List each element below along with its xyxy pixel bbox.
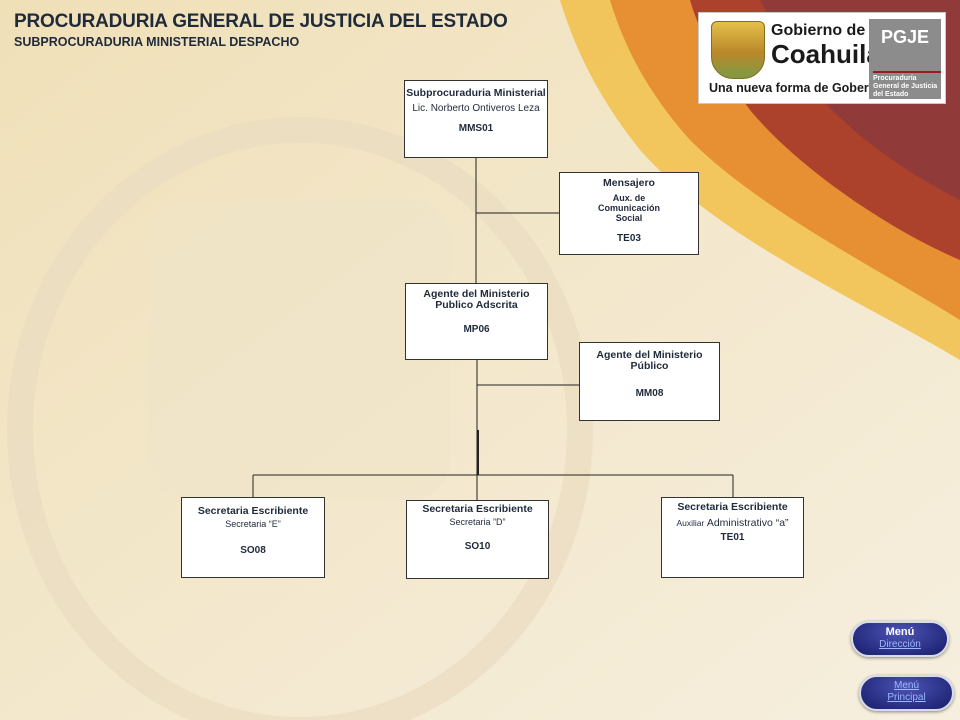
box-subtitle-large: Administrativo “a” [706,517,789,529]
box-title: Agente del Ministerio Público [596,349,703,372]
menu-direccion-label: Menú [885,626,915,638]
box-subtitle: Aux. de Comunicación Social [597,193,660,223]
box-title: Agente del Ministerio Publico Adscrita [423,288,530,311]
coat-of-arms-icon [711,21,765,79]
box-subtitle: Secretaria ”D” [449,517,506,527]
box-agente-publico: Agente del Ministerio Público MM08 [579,342,720,421]
box-code: MP06 [463,324,490,335]
menu-principal-line-2[interactable]: Principal [887,692,926,703]
box-title: Secretaria Escribiente [197,505,309,517]
box-title: Subprocuraduria Ministerial [406,87,546,99]
logo-line-1: Gobierno de [771,22,866,39]
box-title: Secretaria Escribiente [422,503,533,515]
box-secretaria-d: Secretaria Escribiente Secretaria ”D” SO… [406,500,549,579]
box-mensajero: Mensajero Aux. de Comunicación Social TE… [559,172,699,255]
box-code: TE03 [617,233,641,244]
box-code: SO10 [464,541,491,552]
box-subprocuraduria: Subprocuraduria Ministerial Lic. Norbert… [404,80,548,158]
box-subtitle-small: Auxiliar [676,518,705,528]
menu-principal-button[interactable]: Menú Principal [859,675,954,711]
logo-tagline: Una nueva forma de Gobernar [709,81,889,95]
box-title: Secretaria Escribiente [677,501,788,513]
pgje-badge: PGJE Procuraduría General de Justicia de… [869,19,941,99]
box-agente-adscrita: Agente del Ministerio Publico Adscrita M… [405,283,548,360]
pgje-abbreviation: PGJE [880,27,930,47]
box-code: SO08 [240,545,266,556]
page-subtitle: SUBPROCURADURIA MINISTERIAL DESPACHO [14,35,300,49]
box-subtitle: Auxiliar Administrativo “a” [662,517,803,529]
menu-direccion-link[interactable]: Dirección [879,639,921,650]
box-secretaria-e: Secretaria Escribiente Secretaria “E” SO… [181,497,325,578]
page-title: PROCURADURIA GENERAL DE JUSTICIA DEL EST… [14,11,508,32]
logo-line-2: Coahuila [771,39,881,69]
gobierno-coahuila-logo: Gobierno de Coahuila Una nueva forma de … [698,12,946,104]
menu-direccion-button[interactable]: Menú Dirección [851,621,949,657]
box-code: MMS01 [458,123,494,134]
menu-principal-line-1[interactable]: Menú [893,680,919,691]
box-title: Mensajero [603,177,655,189]
box-secretaria-a: Secretaria Escribiente Auxiliar Administ… [661,497,804,578]
box-subtitle: Secretaria “E” [225,519,281,529]
pgje-name: Procuraduría General de Justicia del Est… [873,71,941,99]
box-code: TE01 [720,532,745,543]
box-person: Lic. Norberto Ontiveros Leza [412,103,540,114]
box-code: MM08 [635,388,664,399]
